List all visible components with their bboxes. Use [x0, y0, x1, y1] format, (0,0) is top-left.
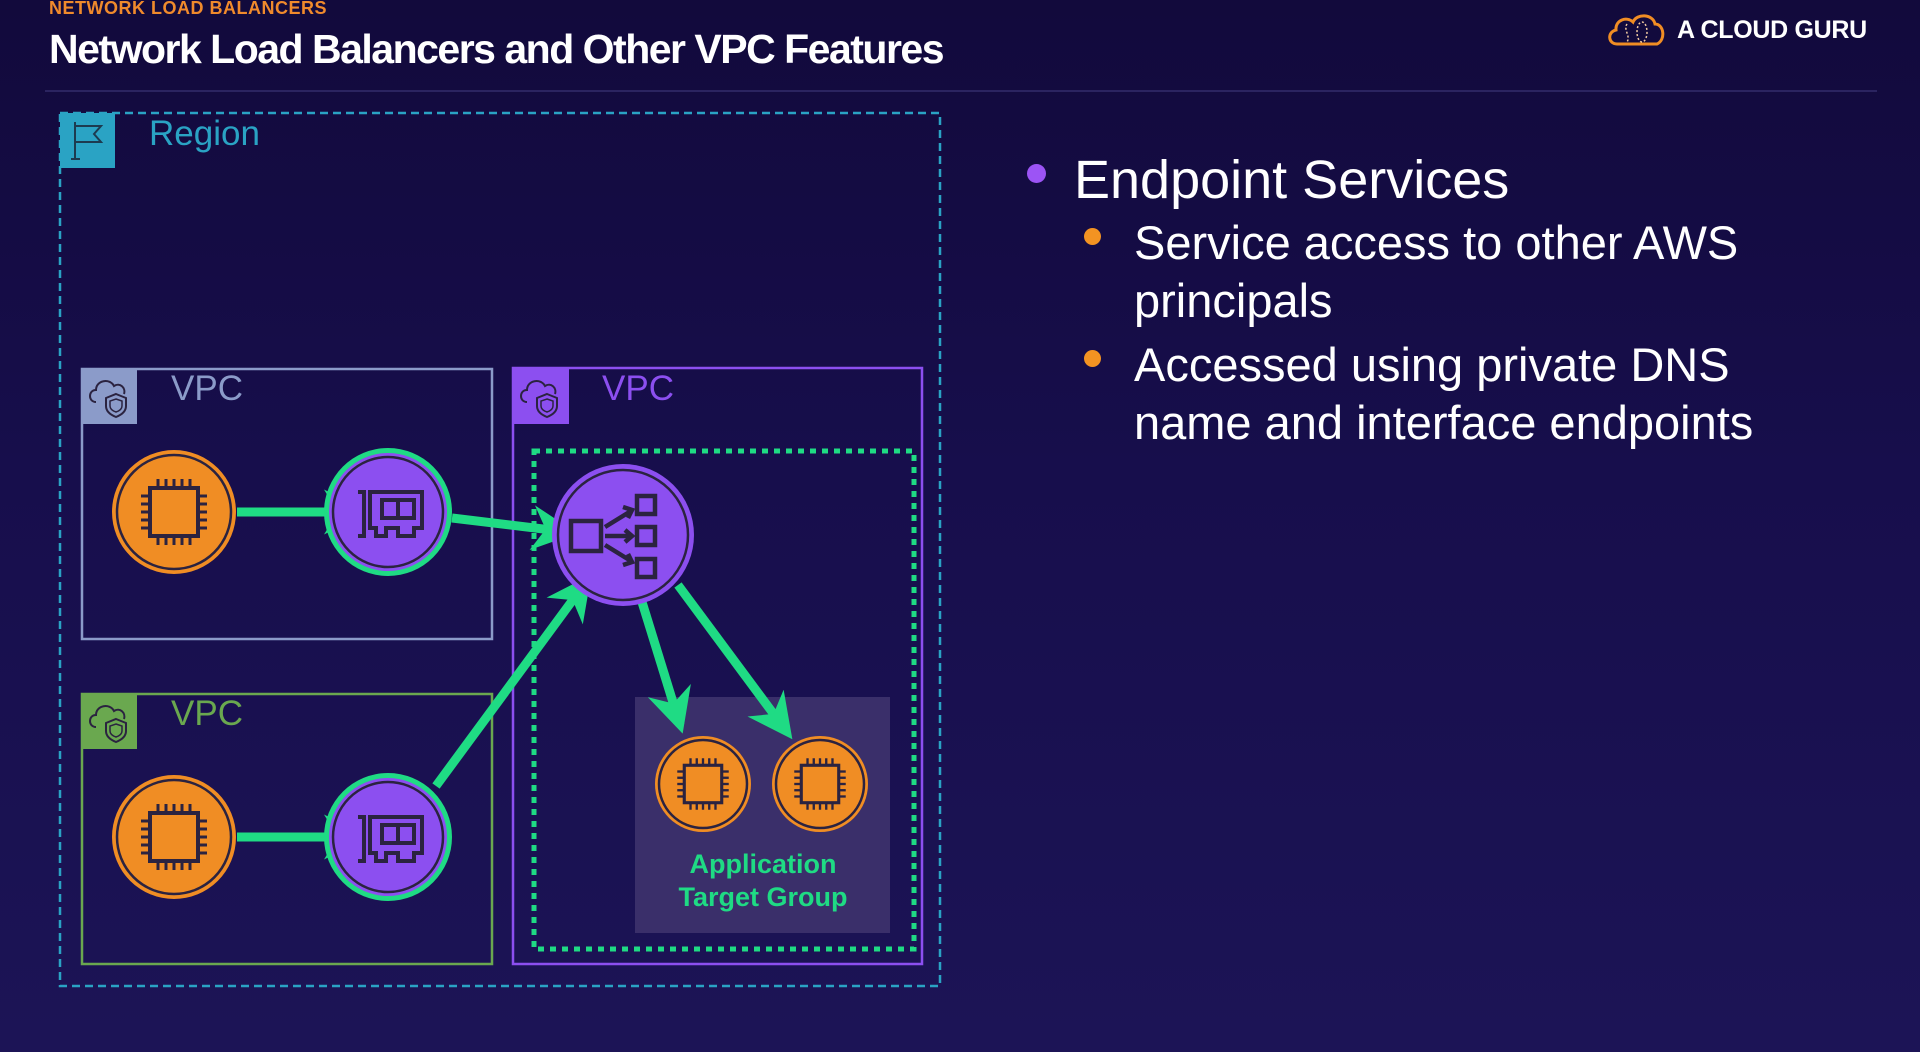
vpc-boundary-1	[80, 367, 494, 641]
flag-icon	[71, 122, 104, 160]
bullet-sub-1-line1: Service access to other AWS	[1134, 216, 1739, 269]
endpoint-service-boundary	[531, 448, 917, 952]
arrow-nlb-to-target-1	[637, 600, 691, 734]
vpc-label-1: VPC	[171, 369, 243, 408]
vpc-label-3: VPC	[602, 369, 674, 408]
interface-endpoint-1	[324, 448, 452, 576]
architecture-diagram: Region VPC VPC VPC Application Target Gr…	[58, 111, 942, 988]
target-instance-2	[772, 736, 868, 832]
bullet-list: Endpoint Services Service access to othe…	[1020, 148, 1753, 452]
header-divider	[45, 90, 1877, 92]
bullet-sub-2-line2: name and interface endpoints	[1134, 396, 1754, 449]
bullet-dot-orange-icon	[1084, 228, 1101, 245]
load-balancer-icon	[568, 493, 658, 580]
slide-title: Network Load Balancers and Other VPC Fea…	[49, 26, 945, 72]
target-group-label-line2: Target Group	[678, 882, 847, 912]
network-load-balancer	[552, 464, 694, 606]
interface-endpoint-2	[324, 773, 452, 901]
bullet-dot-purple-icon	[1027, 164, 1046, 183]
cloud-guru-icon	[1608, 14, 1665, 46]
vpc-boundary-3	[511, 366, 924, 966]
arrow-eni-1-to-nlb	[451, 505, 577, 551]
arrow-eni-2-to-nlb	[432, 574, 592, 789]
ec2-instance-1	[112, 450, 236, 574]
brand-logo: A CLOUD GURU	[1605, 10, 1867, 50]
bullet-dot-orange-icon	[1084, 350, 1101, 367]
region-boundary	[58, 111, 942, 988]
bullet-main-text: Endpoint Services	[1074, 150, 1510, 210]
vpc-label-2: VPC	[171, 694, 243, 733]
bullet-main: Endpoint Services	[1020, 148, 1753, 212]
section-eyebrow: NETWORK LOAD BALANCERS	[49, 0, 327, 18]
ec2-instance-2	[112, 775, 236, 899]
bullet-sub-2: Accessed using private DNS name and inte…	[1020, 336, 1753, 452]
arrow-nlb-to-target-2	[674, 582, 793, 740]
region-badge	[60, 113, 115, 168]
bullet-sub-1: Service access to other AWS principals	[1020, 214, 1753, 330]
bullet-sub-2-line1: Accessed using private DNS	[1134, 338, 1730, 391]
target-instance-1	[655, 736, 751, 832]
brand-name: A CLOUD GURU	[1677, 15, 1867, 44]
bullet-sub-1-line2: principals	[1134, 274, 1333, 327]
target-group-label-line1: Application	[690, 849, 837, 879]
vpc-boundary-2	[80, 692, 494, 966]
region-label: Region	[149, 114, 260, 153]
